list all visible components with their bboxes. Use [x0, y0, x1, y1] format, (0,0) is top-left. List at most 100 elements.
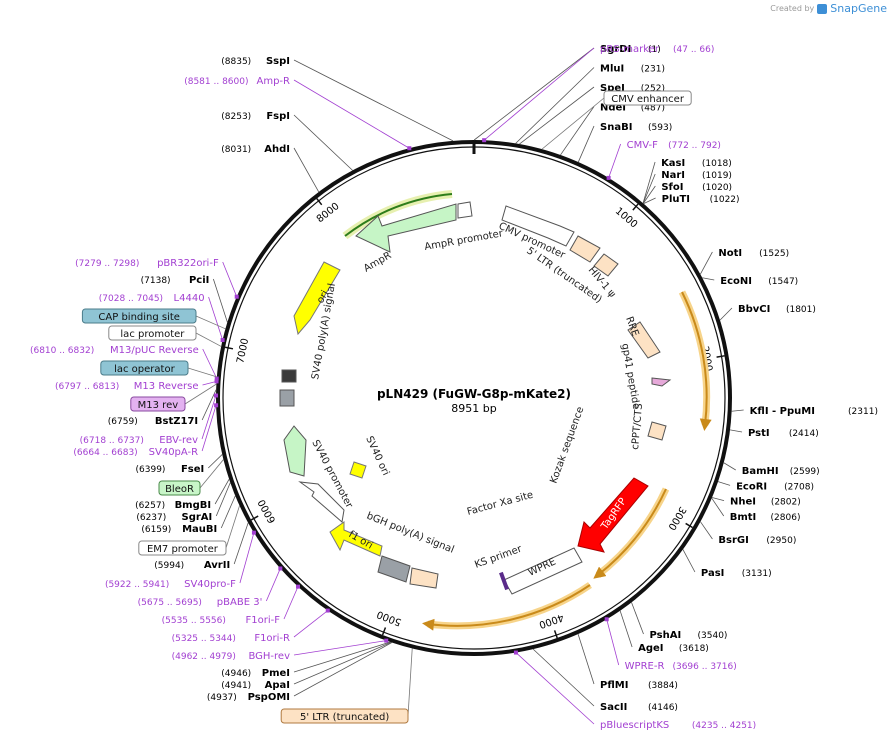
enzyme-name[interactable]: PshAI [650, 630, 682, 641]
primer-name[interactable]: EBV-rev [159, 435, 198, 446]
primer-name[interactable]: L4440 [174, 293, 205, 304]
enzyme-leader-line [293, 642, 393, 697]
enzyme-name[interactable]: PciI [189, 275, 209, 286]
enzyme-leader-line [293, 147, 320, 193]
enzyme-position: (1547) [768, 277, 798, 287]
feature-box[interactable] [81, 308, 197, 324]
enzyme-position: (231) [641, 65, 665, 75]
enzyme-name[interactable]: ApaI [265, 680, 290, 691]
enzyme-name[interactable]: FspI [266, 111, 290, 122]
primer-name[interactable]: WPRE-R [625, 661, 665, 672]
enzyme-name[interactable]: PspOMI [248, 692, 290, 703]
primer-site-mark [234, 294, 239, 299]
tick-7000 [224, 346, 234, 350]
enzyme-leader-line [729, 429, 743, 433]
enzyme-leader-line [717, 481, 731, 486]
primer-name[interactable]: BGH-rev [248, 651, 290, 662]
enzyme-name[interactable]: PflMI [600, 680, 628, 691]
primer-site-mark [482, 138, 487, 143]
primer-name[interactable]: M13/pUC Reverse [110, 345, 199, 356]
primer-name[interactable]: pBluescriptKS [600, 720, 669, 731]
primer-name[interactable]: M13 Reverse [134, 381, 199, 392]
enzyme-name[interactable]: SspI [266, 56, 290, 67]
primer-name[interactable]: SV40pA-R [149, 447, 198, 458]
enzyme-name[interactable]: SgrDI [600, 44, 631, 55]
feature-box[interactable] [158, 480, 201, 496]
enzyme-name[interactable]: SgrAI [182, 512, 213, 523]
primer-name[interactable]: CMV-F [627, 140, 658, 151]
hiv-psi-feature [593, 253, 619, 277]
feature-box[interactable] [280, 708, 409, 724]
primer-range: (4962 .. 4979) [172, 652, 236, 662]
feature-box-label: 5' LTR (truncated) [300, 712, 389, 723]
snapgene-watermark: Created by SnapGene [770, 2, 887, 15]
feature-box[interactable] [100, 360, 189, 376]
primer-name[interactable]: pRS-marker [600, 44, 660, 55]
enzyme-name[interactable]: NotI [718, 248, 742, 259]
enzyme-leader-line [643, 185, 656, 204]
enzyme-name[interactable]: BbvCI [738, 304, 770, 315]
enzyme-name[interactable]: KasI [661, 158, 685, 169]
enzyme-position: (4937) [207, 693, 237, 703]
enzyme-name[interactable]: SpeI [600, 83, 625, 94]
enzyme-leader-line [682, 549, 696, 573]
enzyme-name[interactable]: MauBI [182, 524, 217, 535]
enzyme-name[interactable]: EcoRI [736, 481, 767, 492]
enzyme-name[interactable]: NarI [661, 170, 685, 181]
enzyme-name[interactable]: BsrGI [718, 535, 748, 546]
primer-name[interactable]: F1ori-F [246, 615, 281, 626]
label-ampr: AmpR [362, 250, 393, 274]
enzyme-name[interactable]: PstI [748, 428, 770, 439]
f1-ori-arrow [329, 521, 383, 557]
feature-box-label: M13 rev [138, 400, 179, 411]
enzyme-name[interactable]: SacII [600, 702, 627, 713]
feature-box-label: lac promoter [120, 329, 185, 340]
primer-name[interactable]: F1ori-R [254, 633, 290, 644]
feature-box[interactable] [108, 325, 197, 341]
enzyme-name[interactable]: PmeI [262, 668, 290, 679]
enzyme-name[interactable]: PasI [701, 568, 724, 579]
feature-box[interactable] [603, 90, 692, 106]
enzyme-name[interactable]: SfoI [661, 182, 683, 193]
primer-leader-line [293, 79, 410, 149]
orf-arrows [422, 290, 712, 631]
tagrfp-feature-arrow [577, 477, 649, 553]
enzyme-name[interactable]: BamHI [742, 466, 779, 477]
enzyme-name[interactable]: AhdI [264, 144, 290, 155]
enzyme-name[interactable]: AvrII [204, 560, 230, 571]
label-factor-xa: Factor Xa site [466, 490, 535, 518]
enzyme-name[interactable]: MluI [600, 64, 624, 75]
enzyme-leader-line [293, 59, 454, 142]
enzyme-name[interactable]: FseI [181, 464, 204, 475]
enzyme-name[interactable]: NheI [730, 497, 756, 508]
enzyme-leader-line [631, 602, 644, 635]
enzyme-leader-line [293, 641, 392, 685]
primer-range: (3696 .. 3716) [672, 662, 736, 672]
enzyme-name[interactable]: PluTI [662, 194, 690, 205]
primer-name[interactable]: Amp-R [257, 76, 291, 87]
enzyme-name[interactable]: AgeI [638, 643, 663, 654]
enzyme-name[interactable]: EcoNI [720, 276, 752, 287]
primer-name[interactable]: SV40pro-F [184, 579, 236, 590]
feature-box[interactable] [138, 540, 227, 556]
enzyme-leader-line [201, 389, 217, 421]
bleo-arrow [283, 425, 307, 477]
primer-name[interactable]: pBR322ori-F [157, 258, 219, 269]
enzyme-leader-line [577, 125, 595, 163]
primer-labels-left: Amp-R(8581 .. 8600)pBR322ori-F(7279 .. 7… [30, 76, 412, 662]
enzyme-name[interactable]: BmgBI [175, 500, 212, 511]
enzyme-name[interactable]: BstZ17I [155, 416, 198, 427]
enzyme-name[interactable]: SnaBI [600, 122, 632, 133]
primer-site-mark [606, 175, 611, 180]
enzyme-position: (487) [641, 104, 665, 114]
enzyme-name[interactable]: NdeI [600, 103, 626, 114]
feature-box[interactable] [130, 396, 186, 412]
cppt-feature [647, 421, 667, 441]
enzyme-leader-line [215, 482, 231, 517]
primer-name[interactable]: pBABE 3' [217, 597, 263, 608]
enzyme-name[interactable]: BmtI [730, 512, 757, 523]
tick-8000 [316, 198, 323, 206]
enzyme-name[interactable]: KflI - PpuMI [750, 406, 815, 417]
box-leader-line [195, 332, 222, 347]
primer-range: (7279 .. 7298) [75, 259, 139, 269]
